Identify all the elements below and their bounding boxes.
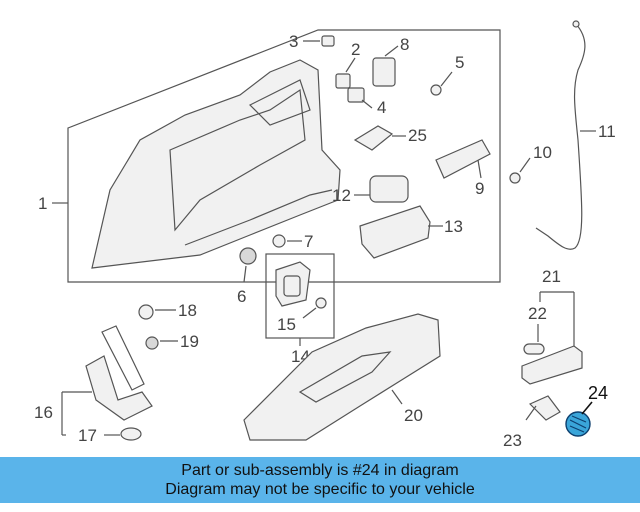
handle-9	[435, 139, 491, 179]
callout-18: 18	[178, 301, 197, 320]
callout-20: 20	[404, 406, 423, 425]
callout-24: 24	[588, 383, 608, 403]
callout-21: 21	[542, 267, 561, 286]
callout-2: 2	[351, 40, 360, 59]
callout-11: 11	[598, 122, 616, 141]
leader-6	[243, 265, 247, 283]
callout-7: 7	[304, 232, 313, 251]
quarter-trim-pocket	[169, 88, 306, 232]
leader-5	[440, 71, 453, 87]
callout-6: 6	[237, 287, 246, 306]
parts-diagram: 1 3 2 8 4 5 25 9 10 11 12 13 7 6	[34, 20, 616, 450]
part-24-detail	[569, 415, 587, 433]
leader-15	[302, 307, 317, 319]
clip-7	[272, 234, 286, 248]
nut-6	[239, 247, 257, 265]
leader-2	[345, 57, 356, 73]
screw-15	[315, 297, 327, 309]
leader-10	[519, 157, 531, 173]
scuff-plate-20	[243, 313, 441, 441]
cable-11-end	[572, 20, 580, 28]
garnish-13	[359, 205, 431, 259]
callout-4: 4	[377, 98, 386, 117]
callout-9: 9	[475, 179, 484, 198]
bracket-16-arm	[101, 325, 145, 391]
leader-23	[525, 405, 537, 421]
screw-19	[145, 336, 159, 350]
socket-23	[528, 395, 561, 421]
bracket-16	[85, 355, 153, 421]
callout-13: 13	[444, 217, 463, 236]
cover-15-inner	[283, 275, 301, 297]
leader-9	[477, 159, 482, 179]
callout-17: 17	[78, 426, 97, 445]
scuff-plate-20-recess	[298, 351, 392, 403]
clip-18	[138, 304, 154, 320]
cable-11	[535, 23, 586, 250]
callout-10: 10	[533, 143, 552, 162]
callout-3: 3	[289, 32, 298, 51]
leader-24	[581, 401, 593, 415]
leader-20	[391, 389, 403, 405]
lamp-housing-21	[521, 345, 583, 385]
info-banner: Part or sub-assembly is #24 in diagram D…	[0, 457, 640, 503]
clip-3	[321, 35, 335, 47]
callout-12: 12	[332, 186, 351, 205]
bulb-22	[523, 343, 545, 355]
leader-4	[361, 99, 373, 109]
callout-1: 1	[38, 194, 47, 213]
callout-22: 22	[528, 304, 547, 323]
callout-25: 25	[408, 126, 427, 145]
banner-line-2: Diagram may not be specific to your vehi…	[165, 481, 475, 498]
callout-23: 23	[503, 431, 522, 450]
cover-15	[275, 261, 311, 307]
quarter-trim-panel	[91, 59, 341, 269]
quarter-trim-window-edge	[248, 79, 311, 126]
callout-19: 19	[180, 332, 199, 351]
bracket-8	[372, 57, 396, 87]
vent-25	[353, 125, 394, 151]
screw-5	[430, 84, 442, 96]
clip-2	[335, 73, 351, 89]
leader-8	[384, 45, 399, 57]
callout-15: 15	[277, 315, 296, 334]
banner-line-1: Part or sub-assembly is #24 in diagram	[181, 462, 459, 479]
clip-4	[347, 87, 365, 103]
quarter-trim-lower-shelf	[184, 189, 333, 246]
screw-10	[509, 172, 521, 184]
lamp-12	[369, 175, 409, 203]
clip-17	[120, 427, 142, 441]
callout-8: 8	[400, 35, 409, 54]
callout-16: 16	[34, 403, 53, 422]
panel-frame-1	[67, 29, 501, 283]
callout-5: 5	[455, 53, 464, 72]
